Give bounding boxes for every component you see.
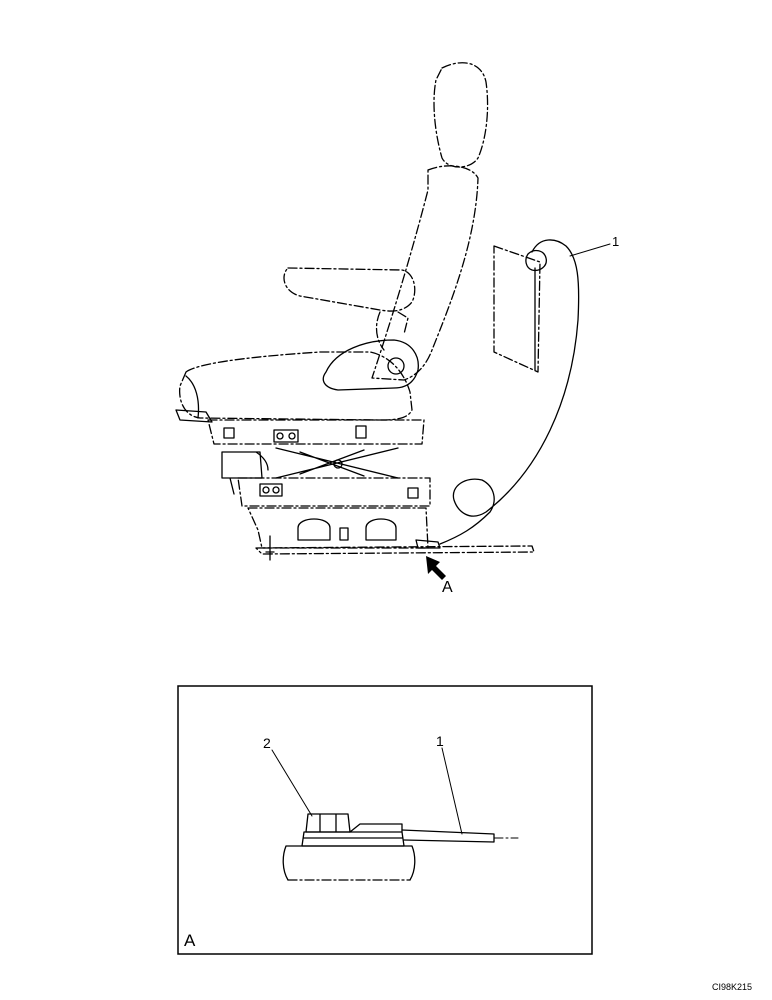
- anchor-nut: [305, 813, 351, 833]
- base-bracket: [339, 527, 349, 541]
- view-direction-arrow: [426, 556, 446, 580]
- scissor-arms: [275, 447, 399, 479]
- backrest: [371, 165, 479, 381]
- floor-section: [282, 845, 416, 881]
- base-cutouts: [297, 518, 397, 541]
- frame-bolt: [276, 432, 284, 440]
- anchor-plate: [301, 831, 405, 847]
- belt-strap-end: [401, 829, 495, 843]
- pivot-knob: [387, 357, 405, 375]
- frame-bracket: [407, 487, 419, 499]
- frame-bracket: [223, 427, 235, 439]
- suspension-adjuster: [221, 451, 269, 495]
- anchor-tab: [349, 823, 403, 833]
- pivot-plate: [322, 339, 419, 391]
- detail-view-drawing: [282, 813, 519, 881]
- armrest-support: [375, 311, 409, 351]
- drawing-code: CI98K215: [712, 982, 752, 992]
- lower-frame-slot: [259, 483, 283, 497]
- frame-bolt: [272, 486, 280, 494]
- view-arrow-icon: [426, 556, 446, 580]
- frame-bracket: [355, 425, 367, 439]
- callout-number-1: 1: [612, 234, 619, 249]
- belt-anchor-bracket: [415, 539, 441, 549]
- callout-leader-1-detail: [441, 747, 463, 835]
- detail-view-label: A: [184, 931, 196, 950]
- seat-belt-loop: [439, 239, 580, 545]
- callout-number-1-detail: 1: [436, 733, 444, 749]
- callout-leader-2: [271, 749, 313, 817]
- seat-cushion-front: [185, 375, 200, 419]
- frame-bolt: [288, 432, 296, 440]
- scissor-pivot: [333, 459, 343, 469]
- belt-buckle: [525, 249, 547, 272]
- upper-frame-slot: [273, 429, 299, 443]
- view-arrow-label: A: [442, 579, 453, 596]
- seat-belt-panel: [493, 245, 541, 373]
- armrest: [283, 267, 416, 312]
- seat-cushion: [178, 351, 413, 421]
- upper-seat-frame: [207, 419, 425, 445]
- detail-view-frame: [177, 685, 593, 955]
- callout-leader-1: [569, 243, 611, 257]
- front-lever: [175, 409, 213, 423]
- headrest: [433, 62, 489, 168]
- operator-seat-drawing: [175, 62, 535, 561]
- floor-plate: [255, 545, 535, 555]
- seat-belt: [439, 239, 580, 545]
- seat-base: [247, 507, 429, 549]
- floor-bolt: [265, 535, 275, 561]
- callout-number-2: 2: [263, 735, 271, 751]
- lower-seat-frame: [237, 477, 431, 507]
- frame-bolt: [262, 486, 270, 494]
